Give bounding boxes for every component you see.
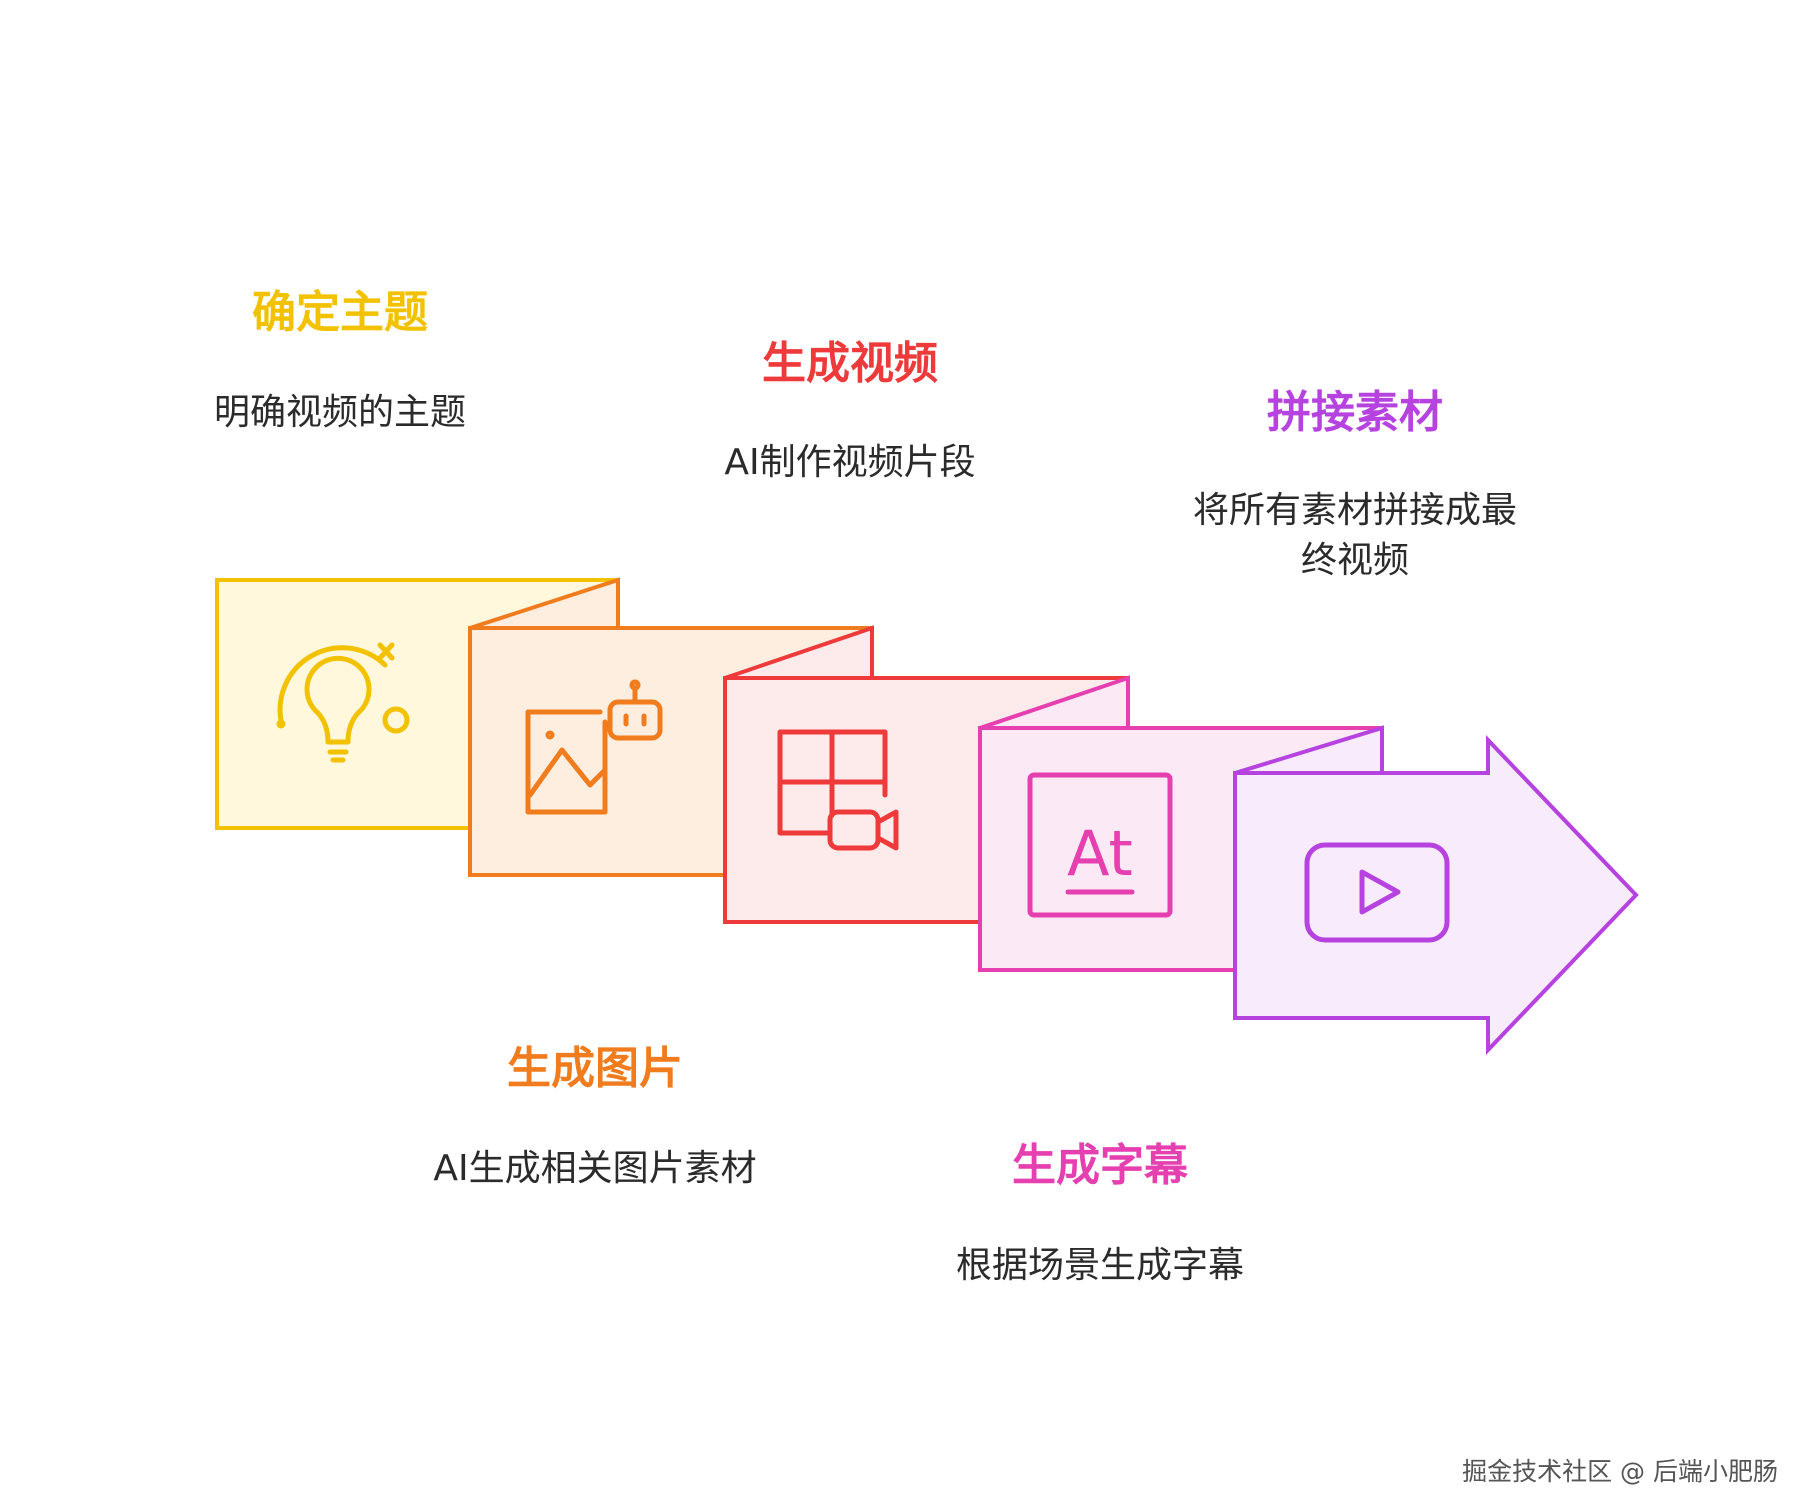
- text-caption-icon-glyph: At: [1067, 817, 1133, 890]
- step-1-title: 确定主题: [252, 287, 428, 338]
- video-layout-icon: [777, 729, 899, 851]
- text-caption-icon: [1027, 772, 1173, 918]
- step-3-title: 生成视频: [762, 338, 938, 389]
- step-4-desc: 根据场景生成字幕: [956, 1245, 1244, 1286]
- step-2-desc: AI生成相关图片素材: [433, 1148, 756, 1189]
- step-5-title: 拼接素材: [1267, 387, 1443, 438]
- step-5-arrow-face: [1233, 735, 1639, 1055]
- step-5-desc-line-2: 终视频: [1301, 540, 1409, 581]
- watermark-text: 掘金技术社区 @ 后端小肥肠: [1462, 1457, 1778, 1486]
- step-1-desc: 明确视频的主题: [214, 392, 466, 433]
- ai-image-icon: [525, 679, 663, 815]
- step-2-title: 生成图片: [507, 1043, 683, 1094]
- step-4-title: 生成字幕: [1012, 1140, 1189, 1191]
- step-3-desc: AI制作视频片段: [724, 442, 975, 483]
- step-5-desc-line-1: 将所有素材拼接成最: [1193, 490, 1517, 531]
- play-video-icon: [1304, 842, 1450, 943]
- lightbulb-icon: [276, 642, 410, 763]
- step-5-panel: [1233, 725, 1639, 1055]
